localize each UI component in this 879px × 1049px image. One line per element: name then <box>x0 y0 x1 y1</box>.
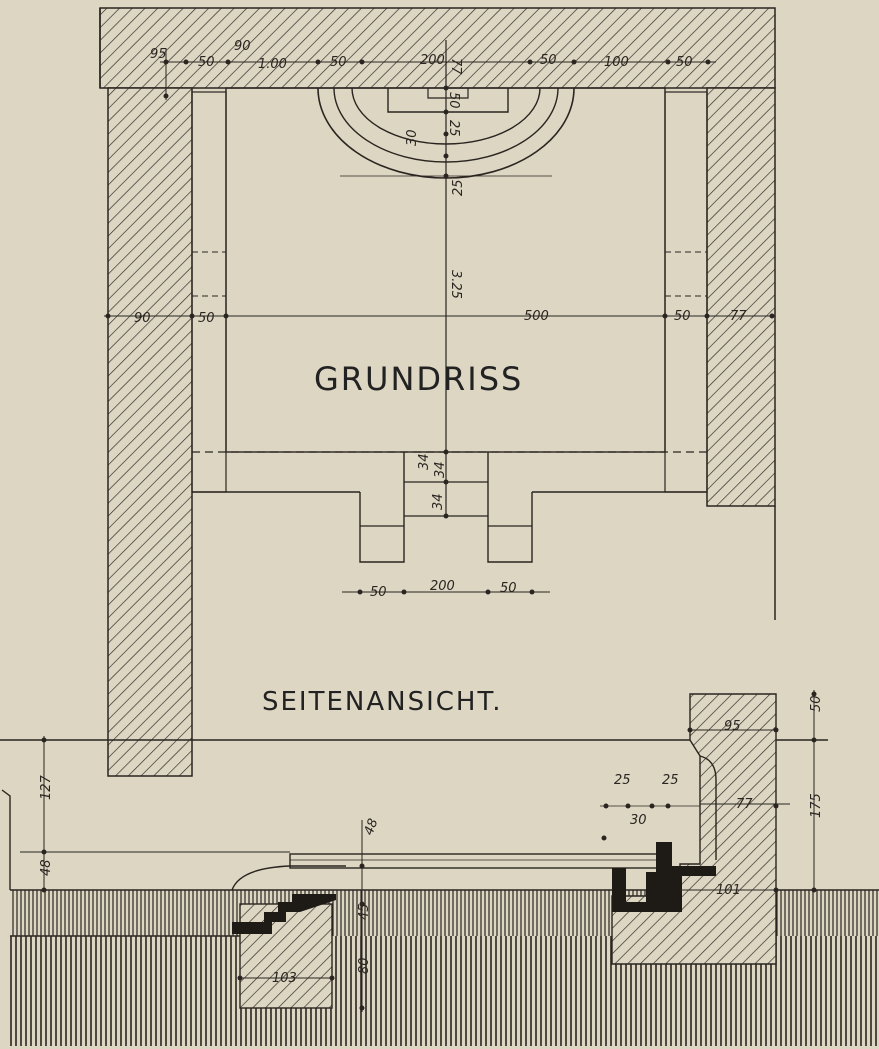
dim-top-50b: 50 <box>330 55 347 70</box>
dim-elev-25a: 25 <box>614 773 631 788</box>
dim-bottom-50a: 50 <box>370 585 387 600</box>
dim-elev-45: 45 <box>357 903 372 920</box>
dim-top-50c: 50 <box>540 53 557 68</box>
dim-apse-25a: 25 <box>446 120 461 137</box>
dim-left-50: 50 <box>198 311 215 326</box>
dim-top-77: 77 <box>448 58 463 75</box>
dim-top-100b: 100 <box>604 55 629 70</box>
dim-elev-80: 80 <box>357 957 372 974</box>
dim-elev-48b: 48 <box>362 817 382 838</box>
dim-center-325: 3.25 <box>448 270 463 299</box>
dim-top-100a: 1.00 <box>258 57 287 72</box>
dim-elev-50: 50 <box>809 695 824 712</box>
elevation-title: SEITENANSICHT. <box>262 687 503 717</box>
dim-elev-48a: 48 <box>39 859 54 876</box>
right-profile <box>612 842 716 912</box>
dim-elev-127: 127 <box>39 774 54 800</box>
dim-apse-30: 30 <box>405 129 420 146</box>
dim-left-90: 90 <box>134 311 151 326</box>
dim-bottom-50b: 50 <box>500 581 517 596</box>
dim-step-34a: 34 <box>417 453 432 470</box>
plan-wall-right <box>706 87 776 507</box>
elevation-view: SEITENANSICHT. <box>0 687 879 1046</box>
dim-step-34c: 34 <box>431 493 446 510</box>
plan-view: 95 50 90 1.00 50 200 50 100 50 77 50 25 … <box>99 7 776 777</box>
dim-right-50: 50 <box>674 309 691 324</box>
dim-right-77: 77 <box>730 309 747 324</box>
dim-elev-103: 103 <box>272 971 297 986</box>
plan-wall-top <box>99 7 776 89</box>
dim-elev-30: 30 <box>630 813 647 828</box>
dim-elev-101: 101 <box>716 883 741 898</box>
plan-title: GRUNDRISS <box>314 360 523 398</box>
elevation-wall-right <box>611 693 777 965</box>
dim-top-90: 90 <box>234 39 251 54</box>
dim-elev-95: 95 <box>724 719 741 734</box>
dim-top-200: 200 <box>420 53 445 68</box>
dim-elev-25b: 25 <box>662 773 679 788</box>
plan-wall-left <box>107 87 193 777</box>
dim-step-34b: 34 <box>433 461 448 478</box>
dim-bottom-200: 200 <box>430 579 455 594</box>
dim-mid-500: 500 <box>524 309 549 324</box>
dim-top-50a: 50 <box>198 55 215 70</box>
step-profile <box>232 894 336 934</box>
dim-apse-50: 50 <box>446 92 461 109</box>
dim-elev-77: 77 <box>736 797 753 812</box>
dim-elev-175: 175 <box>809 793 824 818</box>
dim-top-95: 95 <box>150 47 167 62</box>
dim-top-50d: 50 <box>676 55 693 70</box>
dim-apse-25b: 25 <box>451 179 466 196</box>
